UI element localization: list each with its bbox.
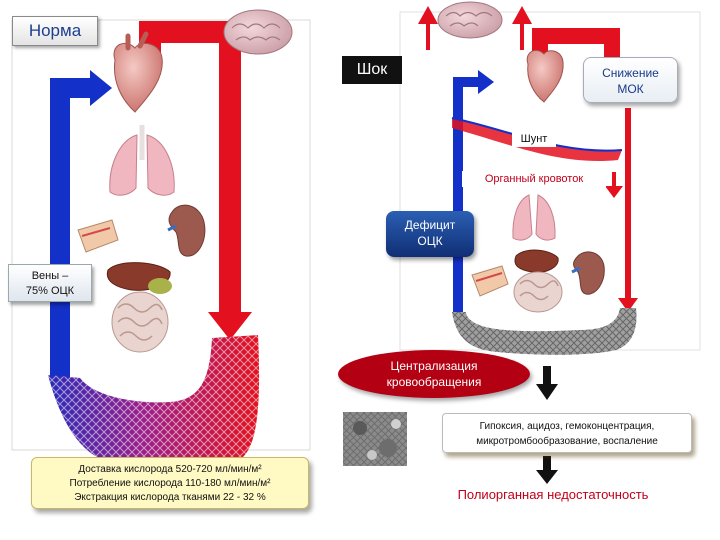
arterial-vessel-left xyxy=(139,21,241,315)
venous-arrow-right xyxy=(478,70,494,94)
kidney-icon xyxy=(167,204,206,257)
mok-line-2: МОК xyxy=(617,82,644,96)
hypoxia-line-2: микротромбообразование, воспаление xyxy=(476,436,658,447)
hypoxia-line-1: Гипоксия, ацидоз, гемоконцентрация, xyxy=(479,421,655,432)
lungs-icon xyxy=(109,125,175,196)
oxygen-delivery-line: Доставка кислорода 520-720 мл/мин/м² xyxy=(78,464,262,475)
oxygen-parameters-box: Доставка кислорода 520-720 мл/мин/м² Пот… xyxy=(31,457,309,509)
oxygen-consumption-line: Потребление кислорода 110-180 мл/мин/м² xyxy=(69,478,271,489)
microscopy-image xyxy=(343,412,407,466)
multiorgan-failure-label: Полиорганная недостаточность xyxy=(457,487,649,502)
intestines-icon xyxy=(513,271,563,313)
oxygen-extraction-line: Экстракция кислорода тканями 22 - 32 % xyxy=(74,492,266,503)
brain-up-arrowhead-left xyxy=(418,6,438,24)
shunt-flow xyxy=(452,118,622,162)
skin-icon xyxy=(471,265,509,297)
veins-volume-label: Вены – 75% ОЦК xyxy=(8,264,92,302)
veins-line-1: Вены – xyxy=(31,270,69,282)
lungs-icon xyxy=(512,194,556,241)
heart-icon xyxy=(526,49,564,103)
centralization-line-2: кровообращения xyxy=(386,375,482,389)
brain-icon xyxy=(437,1,503,39)
veins-line-2: 75% ОЦК xyxy=(25,285,75,297)
organ-blood-flow-label: Органный кровоток xyxy=(462,171,606,187)
hypoxia-label: Гипоксия, ацидоз, гемоконцентрация, микр… xyxy=(442,413,692,453)
organ-flow-arrowhead xyxy=(605,186,623,198)
skin-icon xyxy=(77,219,119,253)
norm-panel xyxy=(11,9,311,468)
cardiac-output-decrease-label: Снижение МОК xyxy=(583,57,678,103)
arrow-down-hypoxia xyxy=(536,456,558,484)
capillary-mesh-right xyxy=(452,308,637,355)
shock-label: Шок xyxy=(342,56,402,84)
volume-deficit-label: Дефицит ОЦК xyxy=(386,211,474,257)
kidney-icon xyxy=(571,251,605,295)
centralization-line-1: Централизация xyxy=(390,359,478,373)
mok-line-1: Снижение xyxy=(602,66,659,80)
deficit-line-2: ОЦК xyxy=(417,234,443,248)
brain-up-arrowhead-right xyxy=(512,6,532,24)
heart-icon xyxy=(113,31,163,113)
capillary-mesh-left xyxy=(48,335,260,468)
arterial-arrow-right xyxy=(618,298,638,312)
brain-icon xyxy=(223,9,293,55)
deficit-line-1: Дефицит xyxy=(404,218,456,232)
arterial-arrow-left xyxy=(208,312,252,340)
intestines-icon xyxy=(111,291,169,353)
liver-icon xyxy=(106,262,172,294)
arrow-down-centralization xyxy=(536,366,558,400)
norm-label: Норма xyxy=(12,16,98,46)
liver-icon xyxy=(514,249,559,273)
venous-arrow-left xyxy=(90,70,112,106)
centralization-label: Централизация кровообращения xyxy=(338,350,530,398)
shunt-label: Шунт xyxy=(512,131,556,147)
